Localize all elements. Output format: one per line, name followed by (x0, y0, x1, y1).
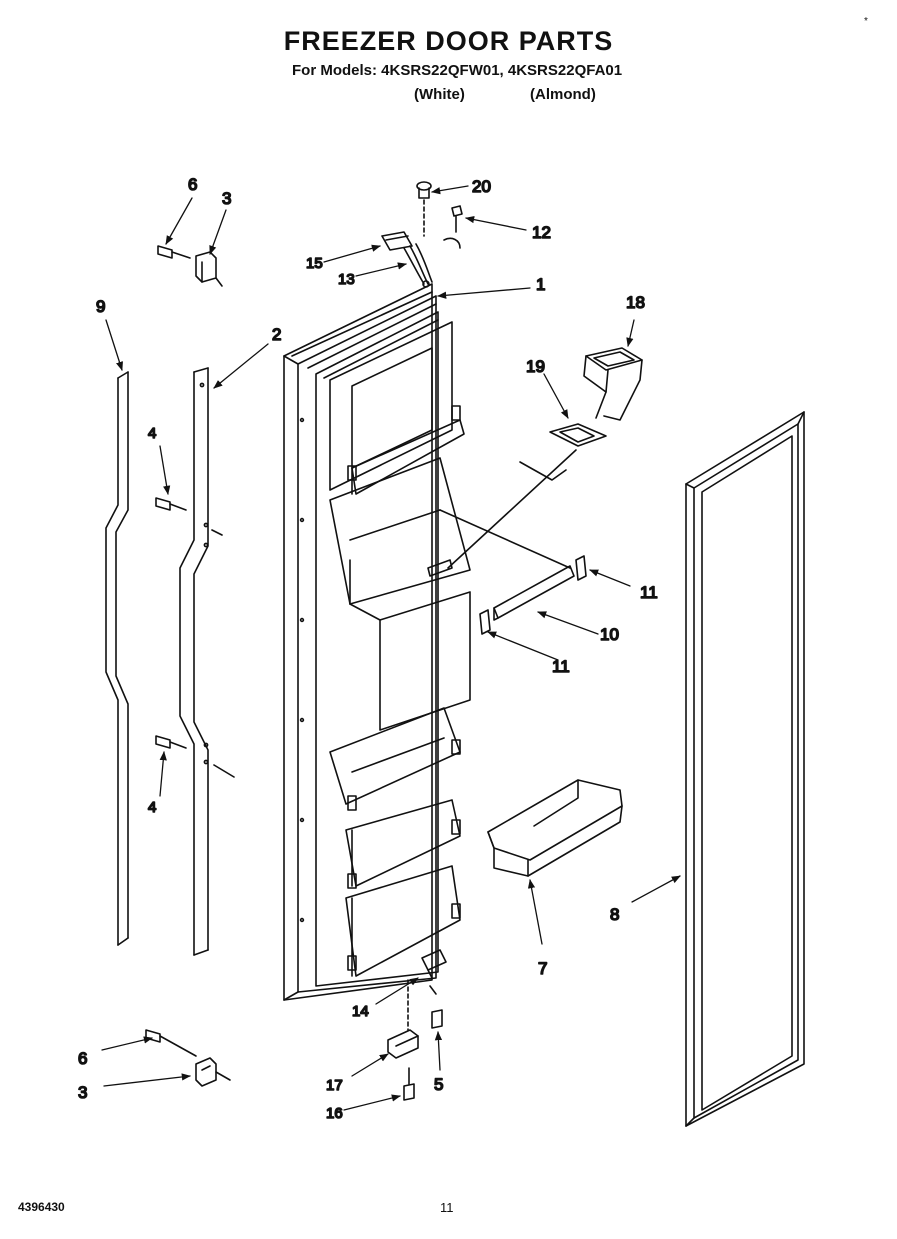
part-14-bottom-bushing (421, 949, 447, 979)
chute-leader-line (447, 449, 577, 569)
callout-13: 13 (338, 271, 355, 288)
part-20-plug-button (416, 181, 432, 199)
callout-2: 2 (272, 325, 281, 344)
callout-16: 16 (326, 1105, 343, 1122)
part-11-end-cap-right (575, 555, 587, 581)
callout-11-right: 11 (640, 583, 658, 602)
variant-white-label: (White) (414, 86, 465, 103)
part-11-end-cap-left (479, 609, 491, 635)
part-3-hinge-bottom (195, 1057, 231, 1087)
callout-14: 14 (352, 1003, 369, 1020)
part-1-freezer-door (283, 283, 471, 1001)
part-10-guide-rail (493, 565, 575, 621)
hinge-pin-stub (429, 985, 437, 995)
callout-8: 8 (610, 905, 619, 924)
part-7-door-bin (487, 779, 623, 877)
callout-19: 19 (526, 357, 545, 376)
callout-4-lower: 4 (148, 799, 156, 816)
models-line: For Models: 4KSRS22QFW01, 4KSRS22QFA01 (292, 62, 623, 79)
callout-6-top: 6 (188, 175, 197, 194)
part-17-bottom-hinge (387, 1029, 419, 1059)
document-number: 4396430 (18, 1200, 65, 1214)
page-title: FREEZER DOOR PARTS (283, 26, 614, 56)
part-18-ice-chute (583, 347, 643, 421)
callout-6-bottom: 6 (78, 1049, 87, 1068)
callout-17: 17 (326, 1077, 343, 1094)
page-number: 11 (440, 1200, 454, 1215)
part-6-screw-bottom (145, 1029, 197, 1057)
callout-11-left: 11 (552, 657, 570, 676)
callout-3-top: 3 (222, 189, 231, 208)
part-16-hinge-screw (403, 1067, 415, 1101)
part-4-screw-lower (155, 735, 187, 749)
callout-3-bottom: 3 (78, 1083, 87, 1102)
callout-10: 10 (600, 625, 619, 644)
part-13-wire-harness (403, 199, 461, 288)
part-15-connector (381, 231, 413, 251)
part-4-screw-upper (155, 497, 187, 511)
part-3-hinge-top (195, 251, 223, 287)
part-8-door-gasket (685, 411, 805, 1127)
rail-leader-line (439, 509, 571, 569)
chute-zigzag-line (519, 461, 567, 481)
callout-5: 5 (434, 1075, 443, 1094)
callout-20: 20 (472, 177, 491, 196)
part-5-screw (431, 1009, 443, 1029)
part-2-handle-trim (179, 367, 235, 956)
corner-mark: * (864, 16, 868, 27)
callout-4-upper: 4 (148, 425, 156, 442)
part-9-gasket-strip (105, 371, 129, 946)
part-6-screw-top (157, 245, 191, 259)
callout-7: 7 (538, 959, 547, 978)
leader-arrows (101, 185, 681, 1111)
callout-1: 1 (536, 275, 545, 294)
part-19-chute-seal (549, 423, 607, 447)
part-12-screw (451, 205, 463, 233)
callout-18: 18 (626, 293, 645, 312)
callout-15: 15 (306, 255, 323, 272)
variant-almond-label: (Almond) (530, 86, 596, 103)
callout-12: 12 (532, 223, 551, 242)
callout-9: 9 (96, 297, 105, 316)
